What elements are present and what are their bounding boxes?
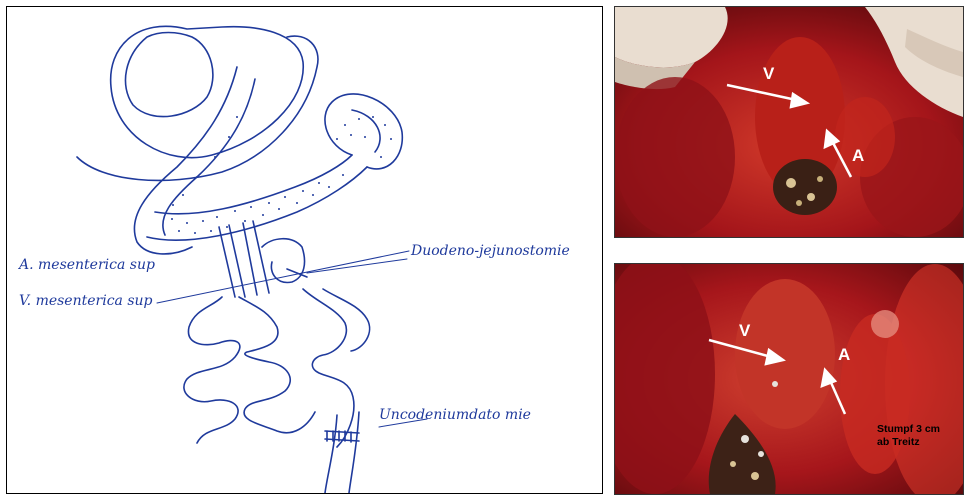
photo-bottom-image bbox=[615, 264, 963, 494]
annotation-distal-stump: Uncodeniumdato mie bbox=[379, 407, 531, 423]
photo-top-image bbox=[615, 7, 963, 237]
stomach-inner bbox=[125, 33, 212, 117]
stump-caption-line2: ab Treitz bbox=[877, 436, 920, 448]
vein-label-top: V bbox=[763, 65, 774, 82]
stomach-outline bbox=[111, 26, 304, 157]
artery-label-bottom: A bbox=[838, 346, 850, 363]
vein-label-bottom: V bbox=[739, 322, 750, 339]
annotation-vein: V. mesenterica sup bbox=[19, 293, 153, 309]
artery-label-top: A bbox=[852, 147, 864, 164]
intraoperative-photo-bottom: V A Stumpf 3 cm ab Treitz bbox=[614, 263, 964, 495]
surgical-sketch-panel: A. mesenterica sup V. mesenterica sup Du… bbox=[6, 6, 603, 494]
intraoperative-photo-top: V A bbox=[614, 6, 964, 238]
hand-drawn-bowel-sketch: A. mesenterica sup V. mesenterica sup Du… bbox=[7, 7, 602, 493]
annotation-duodenojejunostomy: Duodeno-jejunostomie bbox=[410, 243, 570, 259]
stump-caption-line1: Stumpf 3 cm bbox=[877, 423, 940, 435]
annotation-artery: A. mesenterica sup bbox=[17, 257, 155, 273]
